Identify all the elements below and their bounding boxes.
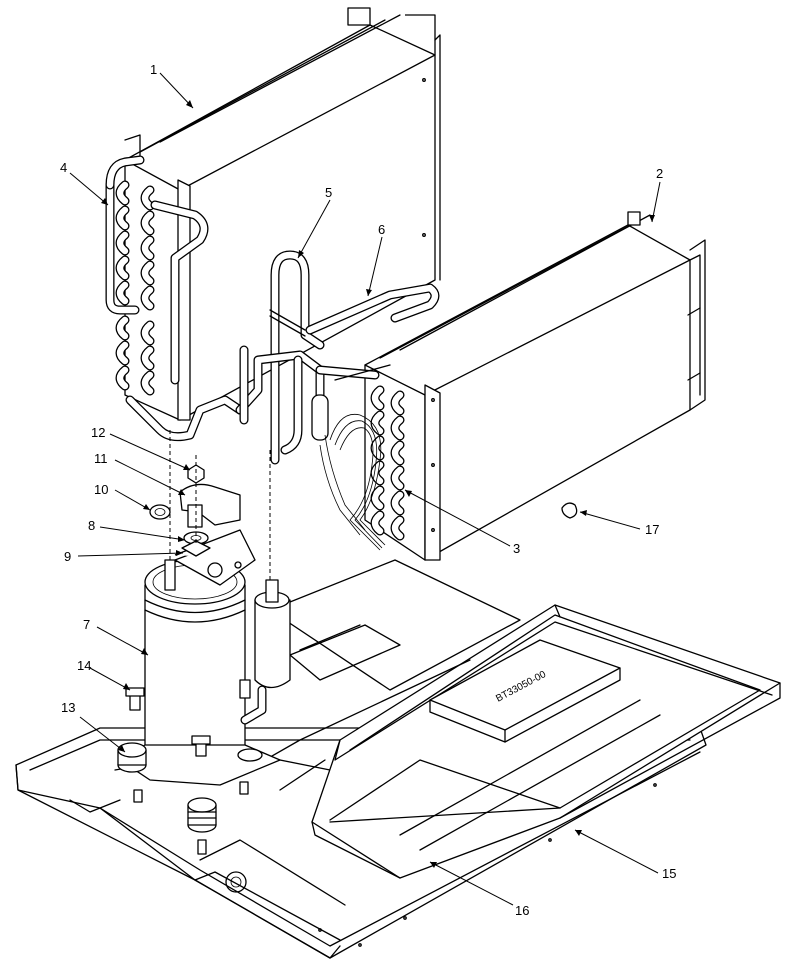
callout-6: 6 bbox=[378, 222, 385, 237]
callout-4: 4 bbox=[60, 160, 67, 175]
compressor-mounts bbox=[117, 679, 281, 855]
leader-arrowheads bbox=[101, 100, 655, 868]
callout-17: 17 bbox=[645, 522, 659, 537]
callout-3: 3 bbox=[513, 541, 520, 556]
callout-7: 7 bbox=[83, 617, 90, 632]
callout-12: 12 bbox=[91, 425, 105, 440]
terminal-parts bbox=[149, 430, 271, 580]
indoor-coil bbox=[124, 7, 441, 421]
return-bends-right bbox=[319, 385, 405, 551]
callout-1: 1 bbox=[150, 62, 157, 77]
callout-8: 8 bbox=[88, 518, 95, 533]
callout-13: 13 bbox=[61, 700, 75, 715]
drip-tray: BT33050-00 bbox=[429, 639, 621, 743]
callout-14: 14 bbox=[77, 658, 91, 673]
callout-16: 16 bbox=[515, 903, 529, 918]
callout-leaders bbox=[69, 72, 661, 906]
accumulator bbox=[240, 579, 291, 725]
outdoor-coil bbox=[364, 211, 706, 561]
callout-labels: 1 2 3 4 5 6 7 8 9 10 11 12 13 14 15 16 1… bbox=[60, 62, 676, 918]
callout-15: 15 bbox=[662, 866, 676, 881]
callout-10: 10 bbox=[94, 482, 108, 497]
callout-2: 2 bbox=[656, 166, 663, 181]
tubing-assembly bbox=[235, 250, 440, 465]
callout-11: 11 bbox=[94, 451, 108, 466]
compressor bbox=[144, 529, 256, 759]
condensate-tray bbox=[311, 604, 781, 879]
callout-5: 5 bbox=[325, 185, 332, 200]
callout-9: 9 bbox=[64, 549, 71, 564]
bend-stack bbox=[115, 180, 155, 396]
return-bends-left bbox=[105, 155, 245, 442]
clip-part bbox=[561, 502, 578, 519]
